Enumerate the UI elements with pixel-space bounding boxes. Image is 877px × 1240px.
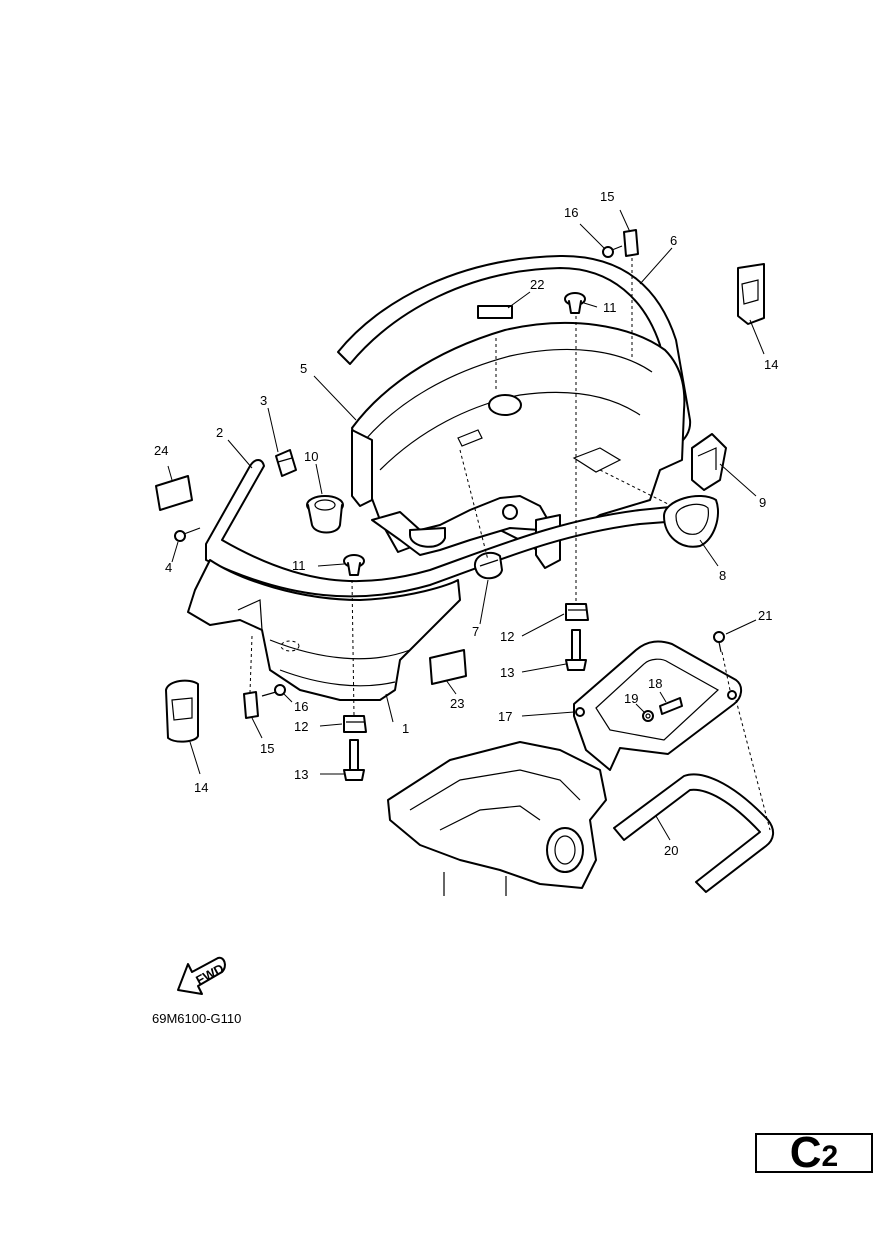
- diagram-code: 69M6100-G110: [152, 1011, 241, 1026]
- page-badge-letter: C: [789, 1128, 822, 1177]
- callout-18: 18: [648, 676, 662, 691]
- callout-7: 7: [472, 624, 479, 639]
- callout-16-bottom: 16: [294, 699, 308, 714]
- clip-3: [275, 449, 297, 477]
- callout-14-right: 14: [764, 357, 778, 372]
- callout-14-left: 14: [194, 780, 208, 795]
- bottom-cowling-1: [187, 559, 461, 701]
- callout-23: 23: [450, 696, 464, 711]
- damper-11-left: [343, 554, 365, 576]
- damper-12-left: [343, 715, 367, 733]
- callout-15-top: 15: [600, 189, 614, 204]
- callout-10: 10: [304, 449, 318, 464]
- lower-mount-housing: [387, 741, 607, 896]
- bracket-20: [613, 773, 774, 893]
- callout-9: 9: [759, 495, 766, 510]
- handle-14-left: [165, 679, 199, 743]
- callout-1: 1: [402, 721, 409, 736]
- callout-13-right: 13: [500, 665, 514, 680]
- callout-21: 21: [758, 608, 772, 623]
- screw-16-top: [602, 245, 623, 258]
- bolt-13-right: [565, 629, 587, 671]
- label-22: [477, 305, 513, 319]
- screw-16-bottom: [261, 684, 286, 697]
- callout-22: 22: [530, 277, 544, 292]
- plate-17: [573, 640, 742, 771]
- grommet-7: [473, 551, 503, 580]
- callout-15-bottom: 15: [260, 741, 274, 756]
- seal-9: [691, 433, 727, 491]
- callout-24: 24: [154, 443, 168, 458]
- washer-19: [642, 710, 654, 722]
- handle-14-right: [737, 263, 765, 325]
- bolt-18: [659, 697, 683, 715]
- callouts: 1 2 3 4 5 6 7 8 9 10 11 11 12 12 13 13 1…: [154, 189, 778, 858]
- label-23: [429, 649, 467, 685]
- lower-seal-strip-2: [205, 459, 693, 598]
- callout-16-top: 16: [564, 205, 578, 220]
- damper-11-right: [564, 292, 586, 314]
- callout-17: 17: [498, 709, 512, 724]
- callout-11-left: 11: [292, 558, 306, 573]
- screw-4: [174, 527, 201, 542]
- label-24: [155, 475, 193, 511]
- bolt-13-left: [343, 739, 365, 781]
- grommet-10: [306, 495, 344, 534]
- fwd-arrow-icon: FWD: [177, 956, 226, 995]
- callout-12-right: 12: [500, 629, 514, 644]
- callout-8: 8: [719, 568, 726, 583]
- screw-21: [713, 631, 725, 653]
- callout-13-left: 13: [294, 767, 308, 782]
- callout-12-left: 12: [294, 719, 308, 734]
- seal-8: [663, 495, 719, 548]
- damper-12-right: [565, 603, 589, 621]
- callout-11-right: 11: [603, 300, 617, 315]
- page-badge-number: 2: [821, 1140, 839, 1173]
- bottom-cowling-5: [351, 322, 686, 569]
- callout-20: 20: [664, 843, 678, 858]
- callout-4: 4: [165, 560, 172, 575]
- leader-lines: [167, 209, 771, 841]
- plate-15-bottom: [243, 691, 259, 719]
- callout-2: 2: [216, 425, 223, 440]
- plate-15-top: [623, 229, 639, 257]
- callout-19: 19: [624, 691, 638, 706]
- fwd-label: FWD: [193, 961, 226, 988]
- callout-6: 6: [670, 233, 677, 248]
- callout-3: 3: [260, 393, 267, 408]
- callout-5: 5: [300, 361, 307, 376]
